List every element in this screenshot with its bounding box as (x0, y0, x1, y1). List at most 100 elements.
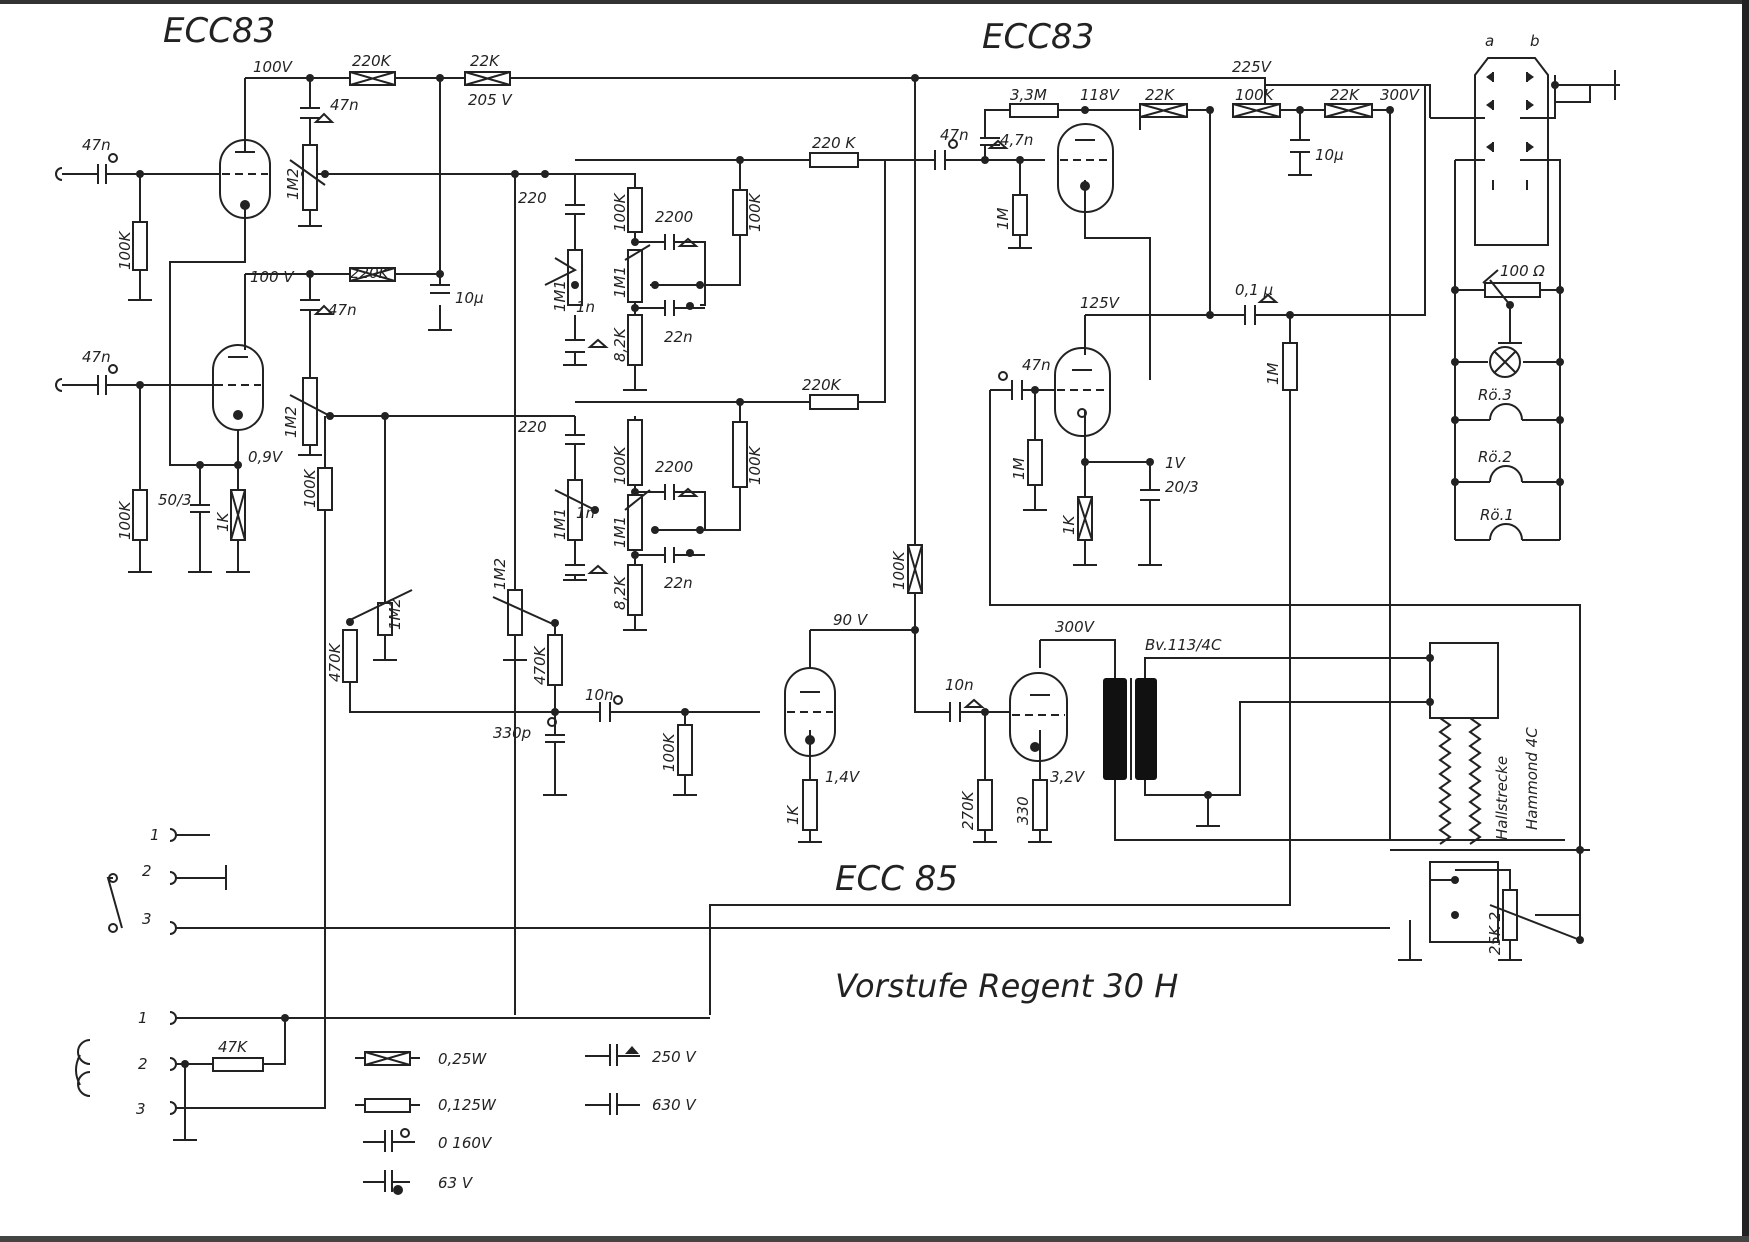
pot-1m2-b (289, 377, 331, 446)
cap-10u-a (430, 284, 450, 294)
potentiometers (289, 144, 1581, 941)
switch-ab[interactable] (1474, 57, 1549, 246)
junctions (136, 74, 1584, 1068)
label-components-c_20_3: 20/3 (1165, 478, 1199, 496)
label-connectors-upper-2: 3 (142, 910, 152, 928)
label-voltages-v1_cathode: 0,9V (248, 448, 284, 466)
resistor-220k-tone2 (809, 394, 859, 410)
pot-100ohm-wiper (1482, 269, 1511, 306)
label-components-c_0u1: 0,1 µ (1235, 281, 1273, 299)
pilot-lamp-icon (1489, 342, 1522, 378)
label-components-r_100k_e: 100K (890, 550, 908, 590)
legend-label: 0,125W (438, 1096, 497, 1114)
tube-v2b (1054, 347, 1111, 437)
resistor-100k-grid2 (132, 489, 148, 541)
cap-50-3 (190, 504, 210, 513)
resistor-220k-b (349, 267, 396, 282)
reverb-tank-hammond (1429, 642, 1499, 943)
label-components-c_10u_a: 10µ (455, 289, 484, 307)
headphone-icon (75, 1039, 91, 1097)
resistor-22k-b (1139, 103, 1188, 118)
label-components-c_330p: 330p (493, 724, 531, 742)
connectors[interactable] (55, 167, 177, 1115)
cap-330p (545, 734, 565, 743)
cap-47n-b (300, 299, 320, 311)
label-components-tone2_r82k: 8,2K (611, 575, 629, 610)
label-components-tone2_pot: 1M1 (551, 508, 569, 540)
label-components-pot_25k2: 25K 2 (1486, 912, 1504, 955)
scan-border-bottom (0, 1236, 1749, 1242)
label-components-r_22k_c: 22K (1330, 86, 1360, 104)
label-components-r_270k: 270K (959, 790, 977, 830)
legend-label: 630 V (652, 1096, 697, 1114)
label-components-r_1k_a: 1K (214, 511, 232, 532)
label-connectors-lower-2: 3 (136, 1100, 146, 1118)
label-components-reverb_model: Hammond 4C (1523, 727, 1541, 830)
cap-10n-a (599, 702, 611, 722)
heaters (1489, 403, 1523, 541)
transformer-bv113 (1103, 678, 1157, 780)
label-voltages-v2a_anode: 118V (1080, 86, 1121, 104)
label-components-lamp_ro3: Rö.3 (1478, 386, 1512, 404)
label-components-r_470k_b: 470K (531, 645, 549, 685)
heater-ro2 (1489, 465, 1523, 483)
resistor-270k (977, 779, 993, 831)
label-components-r_22k_b: 22K (1145, 86, 1175, 104)
label-components-pot_1m2_d: 1M2 (491, 558, 509, 590)
cap-2200-tone1 (664, 234, 675, 250)
tube-v1a (219, 139, 271, 219)
label-components-tone1_r82k: 8,2K (611, 327, 629, 362)
label-components-c_in1: 47n (82, 136, 111, 154)
cap-47n-in2 (97, 375, 107, 395)
label-components-lamp_ro1: Rö.1 (1480, 506, 1514, 524)
pot-1m2-a (289, 144, 329, 211)
label-voltages-v3b_anode: 300V (1055, 618, 1096, 636)
label-voltages-v1b_anode: 100 V (250, 268, 295, 286)
label-components-r_100k_d: 100K (660, 732, 678, 772)
resistor-220k-a (349, 71, 396, 86)
label-components-tone1_r220k: 220 K (812, 134, 856, 152)
label-components-tone1_r100k: 100K (611, 192, 629, 232)
capacitors (97, 107, 1310, 743)
pot-1m1-tone2a (554, 479, 599, 541)
label-components-tone1_pot: 1M1 (551, 280, 569, 312)
resistor-100k-d (677, 724, 693, 776)
pot-1m1-tone1a (544, 249, 583, 306)
resistor-100k-tone2 (627, 419, 643, 486)
resistor-220k-tone1 (809, 152, 859, 168)
label-components-r_1m_c: 1M (1010, 457, 1028, 480)
resistor-8k2-tone1 (627, 314, 643, 366)
scan-border-right (1742, 0, 1749, 1242)
label-components-r_100k_c: 100K (301, 468, 319, 508)
resistor-8k2-tone2 (627, 564, 643, 616)
label-components-lamp_ro2: Rö.2 (1478, 448, 1512, 466)
cap-1n-tone2 (565, 564, 585, 576)
cap-220-tone2 (565, 434, 585, 445)
label-components-tone2_pot2: 1M1 (611, 516, 629, 548)
label-components-switch_b: b (1530, 32, 1540, 50)
label-voltages-supply_225: 225V (1232, 58, 1273, 76)
tube-v2a (1057, 123, 1114, 213)
tube-v3b (1009, 672, 1068, 762)
legend-label: 250 V (652, 1048, 697, 1066)
jack-in2-icon (55, 378, 63, 392)
label-components-r_220k_b: 220K (350, 264, 390, 282)
label-components-pot_1m2_c: 1M2 (386, 598, 404, 630)
pot-1m1-tone1b (624, 244, 700, 303)
heater-ro3 (1489, 403, 1523, 421)
label-components-r_grid2: 100K (116, 500, 134, 540)
label-voltages-v3b_cathode: 3,2V (1050, 768, 1086, 786)
tube-v1b (212, 344, 264, 431)
resistor-100k-c (317, 467, 333, 511)
resistor-100k-tone2b (732, 421, 748, 488)
label-voltages-v3a_anode: 90 V (833, 611, 869, 629)
pot-1m2-d (492, 589, 559, 636)
label-voltages-v2b_cathode: 1V (1165, 454, 1187, 472)
resistor-47k (212, 1057, 264, 1072)
resistor-100k-tone1 (627, 187, 643, 233)
cap-10u-b (1290, 139, 1310, 153)
label-connectors-upper-0: 1 (150, 826, 160, 844)
label-components-pot_1m2_a: 1M2 (284, 168, 302, 200)
cap-220-tone1 (565, 204, 585, 215)
label-components-tone2_c1n: 1n (576, 504, 595, 522)
